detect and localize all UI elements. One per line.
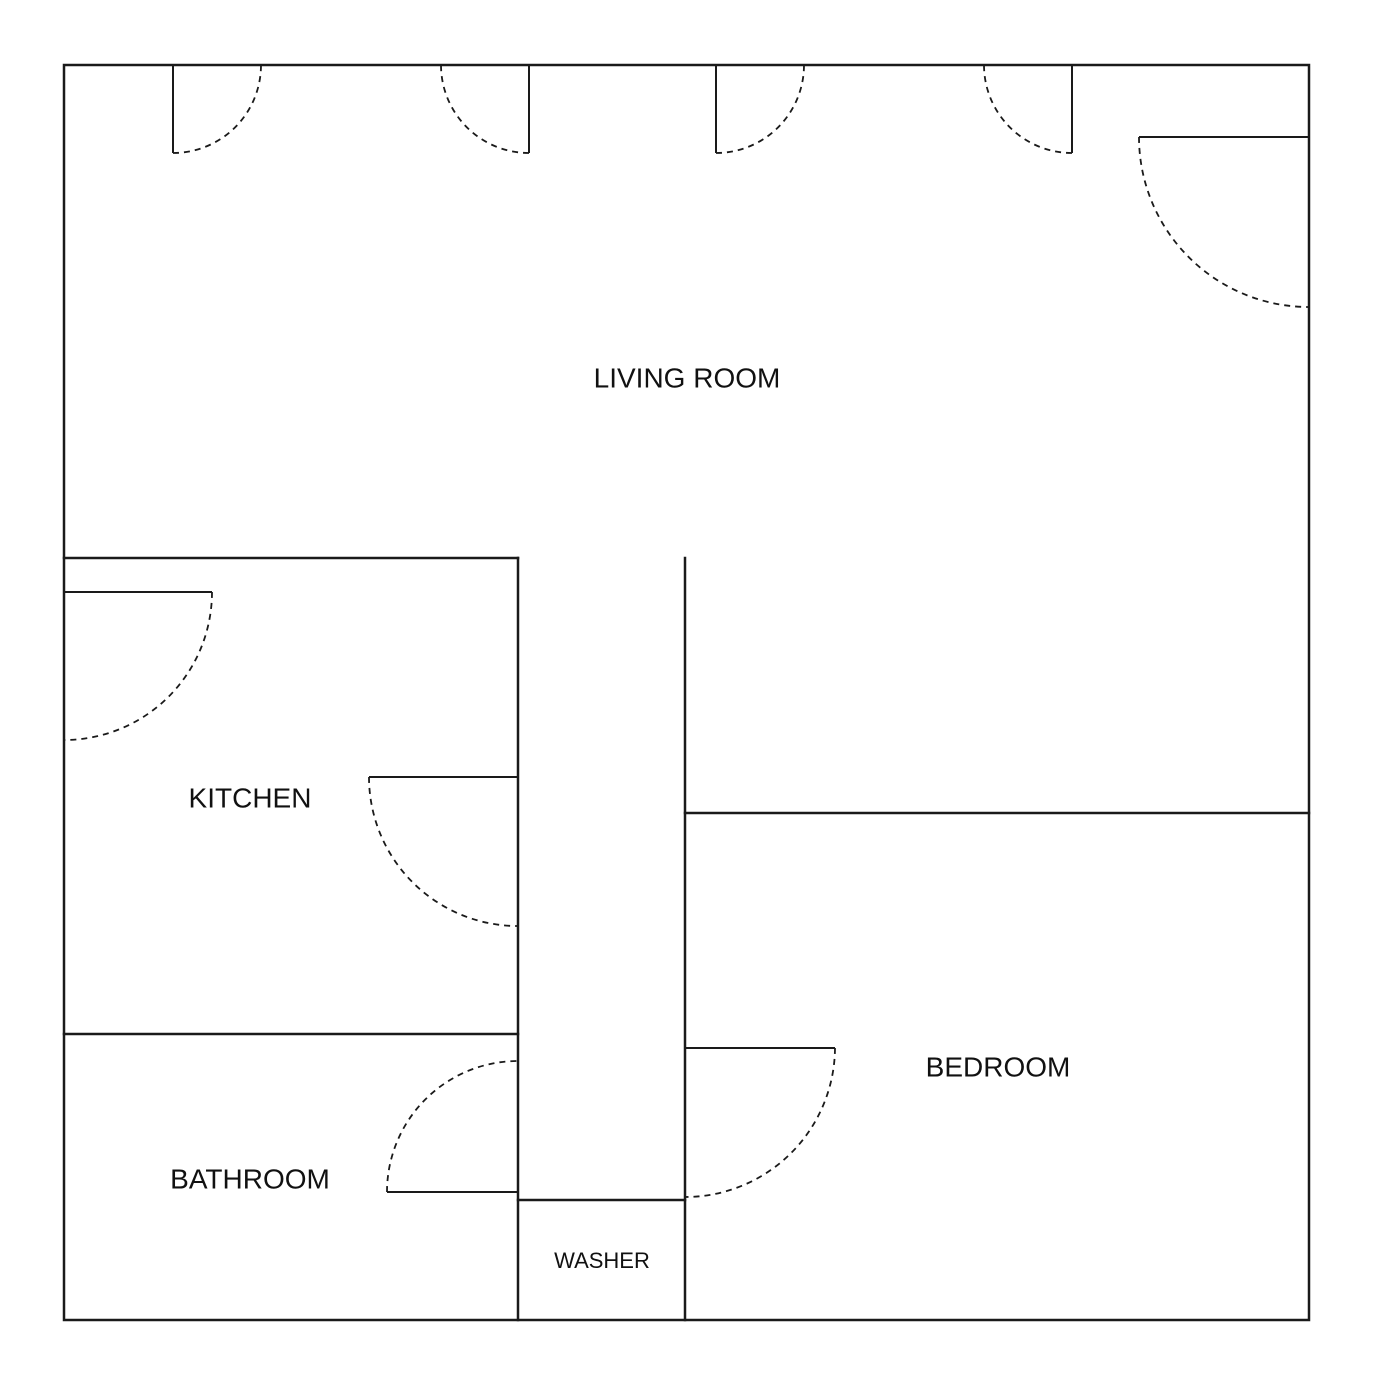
kitchen-left-door [63,591,213,741]
kitchen-hall-door [368,776,519,927]
top-door-3 [715,64,805,154]
washer-label: WASHER [554,1248,650,1273]
top-door-2 [440,64,530,154]
kitchen-label: KITCHEN [189,782,312,813]
bedroom-door [684,1047,836,1198]
top-door-1 [172,64,262,154]
bathroom-label: BATHROOM [170,1163,330,1194]
bedroom-label: BEDROOM [926,1051,1071,1082]
top-door-4 [983,64,1073,154]
outer-wall [62,63,1311,1322]
bathroom-door [386,1060,519,1193]
living-room-label: LIVING ROOM [594,362,781,393]
entrance-door [1138,136,1310,308]
